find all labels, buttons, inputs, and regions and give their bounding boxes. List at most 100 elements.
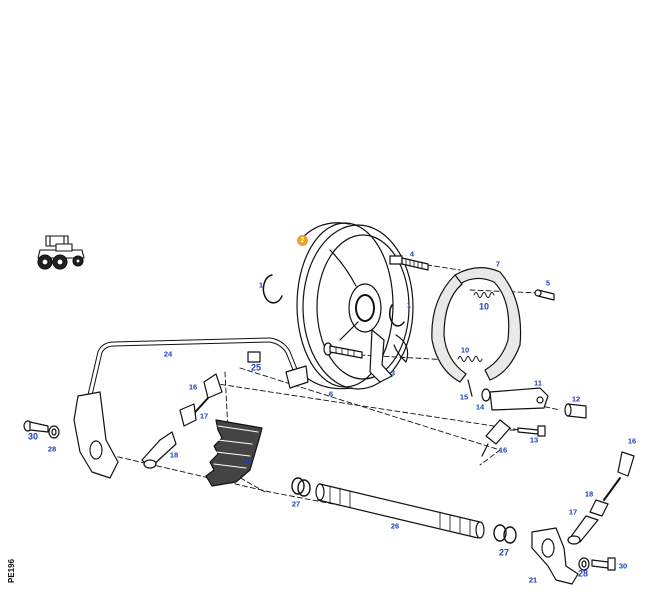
reference-marker-label: 2 bbox=[300, 237, 305, 244]
callout-24: 24 bbox=[164, 350, 172, 358]
callout-15: 15 bbox=[460, 393, 468, 401]
callout-text: 21 bbox=[528, 575, 538, 585]
callout-17: 17 bbox=[569, 508, 577, 516]
callout-30: 30 bbox=[27, 431, 39, 442]
backplate-arm bbox=[369, 329, 409, 383]
brake-shoes bbox=[431, 267, 522, 383]
pushrod-left bbox=[141, 431, 177, 469]
callout-10: 10 bbox=[478, 301, 490, 312]
brake-drum bbox=[296, 222, 414, 390]
callout-text: 30 bbox=[27, 431, 39, 442]
callout-text: 18 bbox=[169, 450, 179, 460]
callout-text: 5 bbox=[545, 278, 551, 288]
callout-text: 17 bbox=[568, 507, 578, 517]
callout-text: 25 bbox=[250, 362, 262, 373]
pin bbox=[534, 289, 555, 301]
callout-21: 21 bbox=[529, 576, 537, 584]
callout-12: 12 bbox=[572, 395, 580, 403]
expander-lever bbox=[489, 387, 549, 411]
callout-6: 6 bbox=[329, 390, 333, 398]
callout-text: 6 bbox=[328, 389, 334, 399]
callout-4: 4 bbox=[410, 250, 414, 258]
adjuster-left bbox=[179, 403, 197, 427]
callout-text: 16 bbox=[627, 436, 637, 446]
callout-18: 18 bbox=[585, 490, 593, 498]
callout-text: 10 bbox=[478, 301, 490, 312]
callout-7: 7 bbox=[496, 260, 500, 268]
callout-text: 28 bbox=[577, 568, 589, 579]
stud-upper bbox=[389, 255, 429, 271]
callout-16: 16 bbox=[189, 383, 197, 391]
figure-code: PE196 bbox=[7, 558, 16, 583]
callout-30: 30 bbox=[619, 562, 627, 570]
callout-28: 28 bbox=[577, 568, 589, 579]
washer-14 bbox=[481, 388, 491, 402]
callout-1: 1 bbox=[259, 281, 263, 289]
bolt-right bbox=[591, 557, 616, 571]
circlip-left bbox=[262, 274, 283, 304]
callout-text: 27 bbox=[498, 547, 510, 558]
callout-17: 17 bbox=[200, 412, 208, 420]
bolt-left bbox=[23, 420, 49, 433]
callout-text: 1 bbox=[258, 280, 264, 290]
callout-text: 17 bbox=[199, 411, 209, 421]
callout-text: 12 bbox=[571, 394, 581, 404]
callout-text: 16 bbox=[498, 445, 508, 455]
callout-text: 7 bbox=[495, 259, 501, 269]
callout-text: 11 bbox=[534, 378, 542, 388]
callout-text: 13 bbox=[529, 435, 539, 445]
tractor-icon bbox=[37, 235, 85, 270]
adjuster-right bbox=[589, 499, 609, 517]
callout-text: 1 bbox=[406, 300, 412, 310]
washer-left bbox=[48, 425, 60, 439]
clevis-centre bbox=[481, 419, 511, 457]
callout-13: 13 bbox=[530, 436, 538, 444]
callout-text: 15 bbox=[459, 392, 469, 402]
callout-18: 18 bbox=[170, 451, 178, 459]
callout-text: 14 bbox=[475, 402, 485, 412]
pedal-rod bbox=[87, 337, 309, 398]
seal-ring-left bbox=[291, 477, 311, 497]
circlip-right bbox=[389, 304, 405, 327]
washer-right bbox=[578, 557, 590, 571]
callout-27: 27 bbox=[292, 500, 300, 508]
callout-text: 4 bbox=[409, 249, 415, 259]
pedal-lever-right bbox=[531, 527, 579, 585]
callout-16: 16 bbox=[628, 437, 636, 445]
stud-lower bbox=[323, 342, 363, 359]
pin-15 bbox=[467, 379, 473, 397]
pushrod-right bbox=[567, 515, 599, 545]
callout-1: 1 bbox=[407, 301, 411, 309]
callout-text: 24 bbox=[163, 349, 173, 359]
callout-11: 11 bbox=[534, 379, 542, 387]
callout-text: 26 bbox=[390, 521, 400, 531]
reference-marker: 2 bbox=[297, 235, 308, 246]
bolt-13 bbox=[517, 425, 546, 437]
callout-text: 18 bbox=[584, 489, 594, 499]
callout-27: 27 bbox=[498, 547, 510, 558]
callout-25: 25 bbox=[250, 362, 262, 373]
callout-3: 3 bbox=[391, 369, 395, 377]
callout-text: 20 bbox=[243, 456, 253, 466]
callout-10: 10 bbox=[461, 346, 469, 354]
callout-text: 3 bbox=[390, 368, 396, 378]
rubber-boot bbox=[205, 419, 263, 487]
nut-25 bbox=[247, 351, 261, 363]
seal-ring-right bbox=[493, 524, 517, 544]
cross-shaft bbox=[315, 483, 485, 539]
callout-text: 28 bbox=[47, 444, 57, 454]
callout-text: 16 bbox=[188, 382, 198, 392]
callout-26: 26 bbox=[391, 522, 399, 530]
callout-28: 28 bbox=[48, 445, 56, 453]
callout-text: 30 bbox=[618, 561, 628, 571]
callout-14: 14 bbox=[476, 403, 484, 411]
callout-16: 16 bbox=[499, 446, 507, 454]
return-spring-lower bbox=[457, 356, 483, 362]
callout-text: 10 bbox=[460, 345, 470, 355]
pedal-lever-left bbox=[73, 391, 119, 479]
callout-20: 20 bbox=[244, 457, 252, 465]
bushing bbox=[564, 403, 587, 419]
callout-text: 27 bbox=[291, 499, 301, 509]
